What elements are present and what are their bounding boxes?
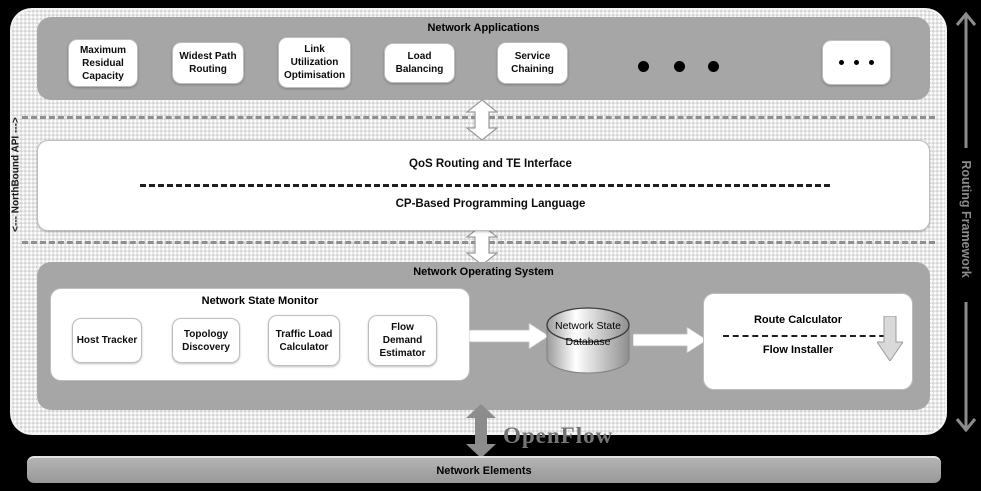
network-operating-system-panel: Network Operating System Network State M… [37,262,930,410]
interface-layer-divider [140,184,830,187]
app-box-maximum-residual-capacity: Maximum Residual Capacity [68,39,138,87]
route-calculator-label: Route Calculator [753,314,842,326]
network-elements-bar: Network Elements [27,456,941,483]
nsm-box-topology-discovery: Topology Discovery [172,318,240,363]
routing-framework-label: Routing Framework [959,160,973,278]
route-to-installer-arrow-icon [877,316,903,361]
network-elements-title: Network Elements [436,464,532,477]
cp-based-programming-language-label: CP-Based Programming Language [395,198,586,210]
openflow-arrow-icon [466,404,496,458]
nsm-box-flow-demand-estimator: Flow Demand Estimator [368,315,437,366]
database-to-route-arrow-icon [633,327,707,353]
northbound-api-label: <--- NorthBound API ---> [10,117,22,232]
database-label: Network State Database [555,320,621,348]
nsm-box-host-tracker: Host Tracker [72,318,142,363]
monitor-to-database-arrow-icon [469,323,549,349]
network-state-monitor-title: Network State Monitor [201,295,319,307]
bidirectional-arrow-icon [466,99,498,141]
app-box-service-chaining: Service Chaining [497,42,568,84]
flow-installer-label: Flow Installer [762,344,834,356]
qos-routing-te-interface-label: QoS Routing and TE Interface [409,158,572,170]
route-calculator-divider [723,335,895,337]
routing-framework-arrow-icon [955,11,977,433]
app-box-load-balancing: Load Balancing [384,43,455,83]
network-applications-title: Network Applications [427,22,540,34]
network-operating-system-title: Network Operating System [413,266,554,278]
ellipsis-dot-icon [638,61,649,72]
ellipsis-dot-icon [674,61,685,72]
mini-ellipsis-icon [834,56,879,69]
ellipsis-dot-icon [708,61,719,72]
app-box-more-apps [822,40,891,85]
nsm-box-traffic-load-calculator: Traffic Load Calculator [268,315,340,366]
app-box-link-utilization-optimisation: Link Utilization Optimisation [278,37,351,88]
network-applications-panel: Network Applications [37,17,930,100]
app-box-widest-path-routing: Widest Path Routing [172,42,244,84]
openflow-label: OpenFlow [503,423,614,448]
database-cylinder-icon [546,307,630,374]
